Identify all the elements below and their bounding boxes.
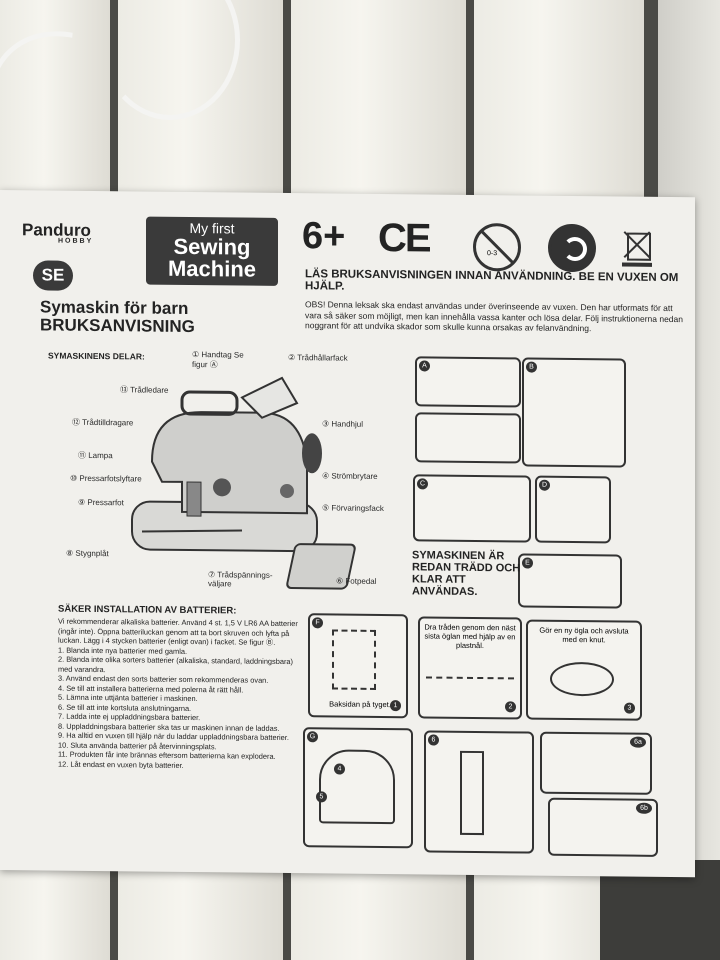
part-label: ⑤ Förvaringsfack: [322, 503, 384, 514]
no-small-children-icon: 0-3: [473, 222, 521, 272]
needle-area: [319, 749, 395, 825]
language-badge: SE: [33, 260, 73, 291]
part-label: ⑪ Lampa: [78, 450, 113, 461]
product-logo: My first Sewing Machine: [146, 216, 278, 286]
recycle-icon: [548, 223, 596, 273]
part-label: ⑦ Trådspännings-väljare: [208, 570, 273, 589]
ce-mark: CE: [378, 215, 430, 261]
warning-title: LÄS BRUKSANVISNINGEN INNAN ANVÄNDNING. B…: [305, 268, 679, 293]
figure-panel-g: [303, 727, 413, 849]
part-label: ⑫ Trådtilldragare: [72, 417, 134, 428]
part-label: ⑥ Fotpedal: [336, 576, 377, 586]
part-label: ⑨ Pressarfot: [78, 497, 124, 508]
document-title: Symaskin för barn BRUKSANVISNING: [40, 297, 195, 337]
power-cable: [100, 0, 240, 120]
part-label: ⑩ Pressarfotslyftare: [70, 473, 142, 484]
figure-panel-a2: [415, 412, 521, 464]
sewing-machine-illustration: [131, 376, 322, 553]
part-label: ⑧ Stygnplåt: [66, 548, 109, 559]
warning-body: OBS! Denna leksak ska endast användas un…: [305, 299, 683, 334]
figure-panel-b: [522, 357, 626, 468]
part-label: ⑬ Trådledare: [120, 385, 169, 395]
stitch-path: [332, 629, 376, 690]
battery-instructions: Vi rekommenderar alkaliska batterier. An…: [58, 616, 298, 770]
thread-line: [426, 676, 514, 680]
age-mark: 6+: [302, 215, 346, 258]
ready-notice: SYMASKINEN ÄR REDAN TRÄDD OCH KLAR ATT A…: [412, 549, 521, 598]
figure-panel-c: [413, 474, 531, 543]
crossed-bin-icon: [622, 227, 652, 267]
panduro-logo: Panduro HOBBY: [22, 220, 94, 245]
part-label: ① Handtag Se figur Ⓐ: [192, 350, 244, 370]
part-label: ④ Strömbrytare: [322, 471, 378, 481]
figure-panel-e: [518, 553, 622, 609]
part-label: ③ Handhjul: [322, 419, 363, 429]
parts-heading: SYMASKINENS DELAR:: [48, 350, 145, 362]
instruction-sheet: Panduro HOBBY SE My first Sewing Machine…: [0, 190, 695, 878]
figure-panel-6: [424, 730, 534, 854]
presser-foot: [460, 750, 484, 836]
thread-loop: [550, 661, 614, 697]
figure-panel-a1: [415, 356, 521, 408]
battery-heading: SÄKER INSTALLATION AV BATTERIER:: [58, 603, 237, 617]
part-label: ② Trådhållarfack: [288, 353, 348, 363]
